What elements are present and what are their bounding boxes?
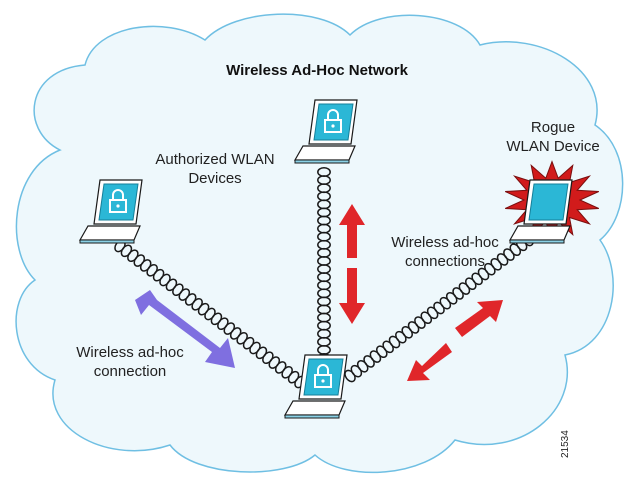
left-connection-label: Wireless ad-hoc connection (55, 343, 205, 381)
rogue-right-arrow (407, 300, 503, 381)
coil-link-left (114, 239, 306, 389)
laptop-icon (293, 99, 358, 164)
laptop-icon (78, 179, 143, 244)
authorized-devices-label: Authorized WLAN Devices (135, 150, 295, 188)
lock-icon (314, 364, 332, 388)
right-conn-line2: connections (404, 253, 486, 270)
right-conn-line1: Wireless ad-hoc (391, 234, 499, 251)
cloud-shape (15, 13, 624, 474)
figure-id: 21534 (560, 430, 571, 458)
lock-icon (324, 109, 342, 133)
coil-link-right (344, 233, 534, 383)
authorized-label-line1: Authorized WLAN (155, 151, 275, 168)
rogue-device-label: Rogue WLAN Device (483, 118, 623, 156)
left-conn-line1: Wireless ad-hoc (76, 344, 184, 361)
rogue-label-line2: WLAN Device (506, 138, 600, 155)
laptop-icon (508, 179, 573, 244)
rogue-label-line1: Rogue (530, 119, 576, 136)
trusted-connection-arrow (135, 290, 235, 368)
lock-icon (109, 189, 127, 213)
right-connections-label: Wireless ad-hoc connections (370, 233, 520, 271)
authorized-label-line2: Devices (188, 170, 242, 187)
diagram-title: Wireless Ad-Hoc Network (226, 62, 408, 79)
rogue-center-arrow (339, 204, 365, 324)
laptop-icon (283, 354, 348, 419)
left-conn-line2: connection (93, 363, 167, 380)
